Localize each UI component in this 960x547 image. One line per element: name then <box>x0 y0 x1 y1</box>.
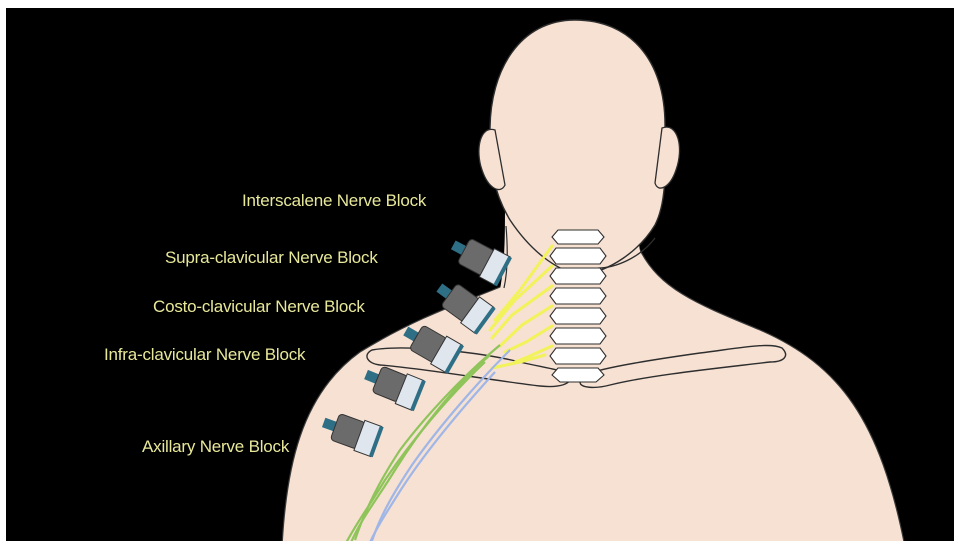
label-interscalene: Interscalene Nerve Block <box>242 191 426 211</box>
label-axillary: Axillary Nerve Block <box>142 437 289 457</box>
label-costoclavicular: Costo-clavicular Nerve Block <box>153 297 365 317</box>
label-infraclavicular: Infra-clavicular Nerve Block <box>104 345 305 365</box>
label-supraclavicular: Supra-clavicular Nerve Block <box>165 248 378 268</box>
